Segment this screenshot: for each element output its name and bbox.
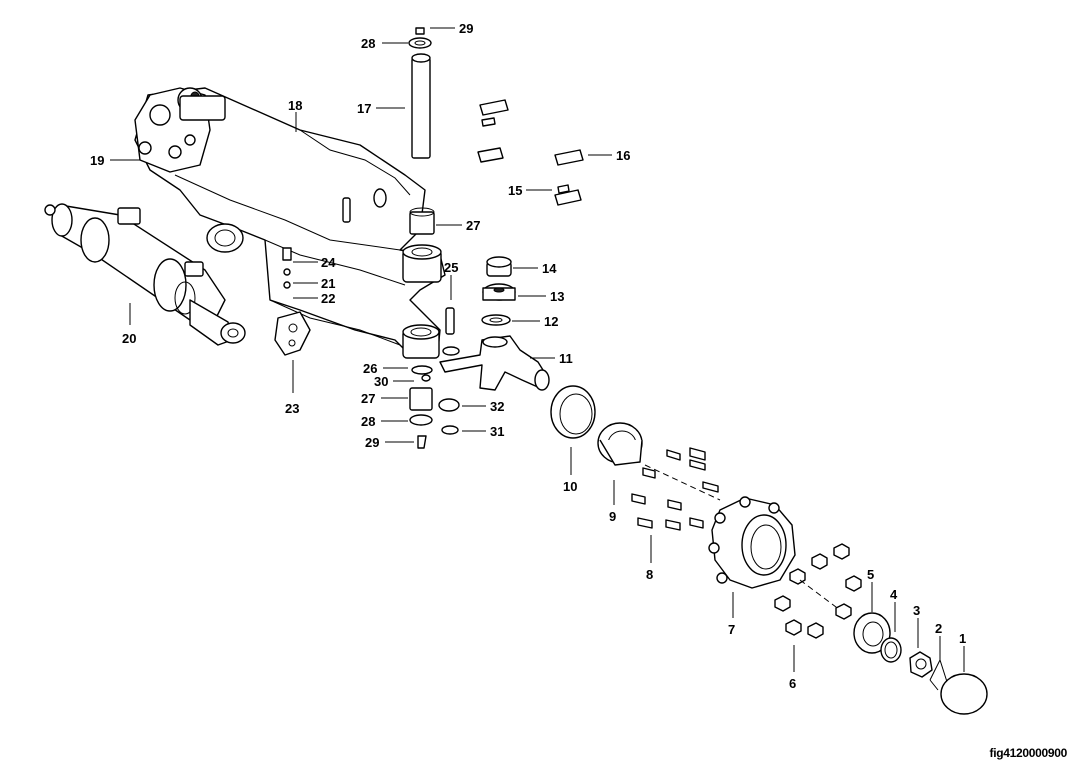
callout-28-bottom: 28 (361, 414, 375, 429)
callout-labels: 29 28 17 18 16 19 15 27 24 25 14 21 13 2… (90, 21, 966, 691)
callout-19: 19 (90, 153, 104, 168)
steering-knuckle (439, 335, 550, 391)
callout-29-bottom: 29 (365, 435, 379, 450)
callout-17: 17 (357, 101, 371, 116)
figure-code: fig4120000900 (989, 746, 1068, 760)
steering-arm-bracket (274, 247, 311, 356)
axle-beam (134, 87, 446, 359)
callout-12: 12 (544, 314, 558, 329)
callout-5: 5 (867, 567, 874, 582)
callout-29-top: 29 (459, 21, 473, 36)
callout-26: 26 (363, 361, 377, 376)
leader-lines (110, 27, 965, 672)
callout-3: 3 (913, 603, 920, 618)
callout-18: 18 (288, 98, 302, 113)
bearings-12-14 (481, 256, 516, 326)
callout-7: 7 (728, 622, 735, 637)
bolts-upper (477, 99, 584, 206)
callout-9: 9 (609, 509, 616, 524)
callout-22: 22 (321, 291, 335, 306)
callout-30: 30 (374, 374, 388, 389)
callout-14: 14 (542, 261, 557, 276)
callout-23: 23 (285, 401, 299, 416)
callout-28-top: 28 (361, 36, 375, 51)
callout-16: 16 (616, 148, 630, 163)
hub-retaining-parts (853, 612, 988, 715)
wheel-hub (708, 496, 796, 589)
callout-20: 20 (122, 331, 136, 346)
callout-24: 24 (321, 255, 336, 270)
wheel-studs (631, 447, 721, 531)
callout-6: 6 (789, 676, 796, 691)
callout-15: 15 (508, 183, 522, 198)
kingpin-upper-parts (408, 27, 435, 235)
seal-and-bearing (550, 385, 643, 466)
callout-25: 25 (444, 260, 458, 275)
callout-27-bottom: 27 (361, 391, 375, 406)
callout-4: 4 (890, 587, 898, 602)
callout-8: 8 (646, 567, 653, 582)
callout-10: 10 (563, 479, 577, 494)
wheel-nuts (774, 543, 862, 639)
kingpin-lower-parts (409, 307, 460, 449)
callout-2: 2 (935, 621, 942, 636)
callout-13: 13 (550, 289, 564, 304)
callout-1: 1 (959, 631, 966, 646)
callout-11: 11 (559, 351, 573, 366)
callout-27-top: 27 (466, 218, 480, 233)
steering-cylinder (44, 203, 246, 346)
callout-21: 21 (321, 276, 335, 291)
callout-32: 32 (490, 399, 504, 414)
callout-31: 31 (490, 424, 504, 439)
